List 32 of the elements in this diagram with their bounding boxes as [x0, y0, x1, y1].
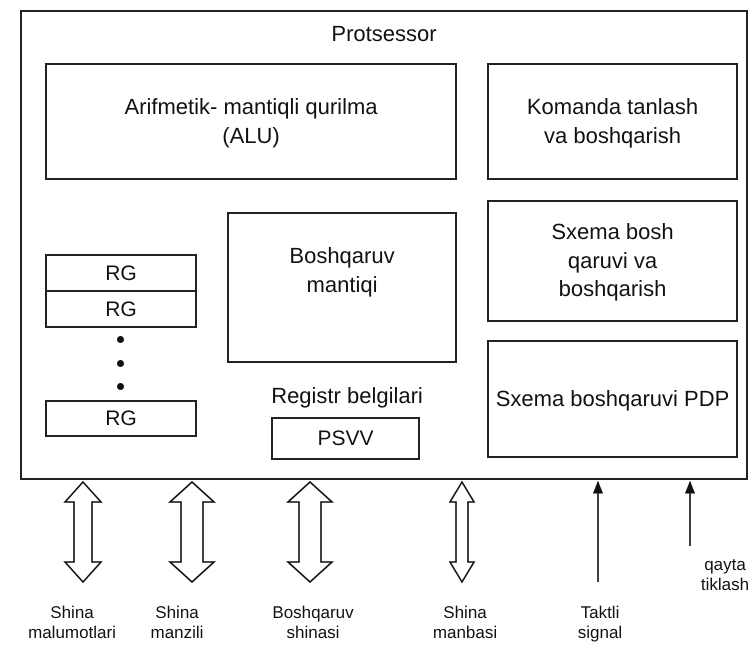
block-box	[45, 400, 197, 437]
block-box	[487, 200, 738, 322]
block-text: Sxema bosh qaruvi va boshqarish	[550, 218, 675, 304]
signal-arrow	[684, 480, 696, 546]
bus-arrow	[448, 480, 476, 584]
bus-arrow	[63, 480, 103, 584]
box-heading: Protsessor	[330, 20, 438, 48]
block-text: Boshqaruv shinasi	[271, 602, 355, 644]
bus-arrow	[168, 480, 216, 584]
block-text: Shina manzili	[150, 602, 204, 644]
block-text: Sxema boshqaruvi PDP	[494, 384, 730, 413]
block-text: Shina manbasi	[432, 602, 498, 644]
block-box	[45, 290, 197, 328]
block-box	[487, 63, 738, 180]
block-text: Taktli signal	[576, 602, 624, 644]
block-text: RG	[104, 262, 138, 284]
block-text: Komanda tanlash va boshqarish	[526, 92, 700, 150]
block-text: Shina malumotlari	[27, 602, 117, 644]
block-text: RG	[104, 298, 138, 320]
block-text: PSVV	[316, 428, 375, 449]
block-text: qayta tiklash	[700, 554, 750, 596]
block-text: RG	[104, 408, 138, 429]
block-caption: Registr belgilari	[270, 382, 424, 410]
block-text: Boshqaruv mantiqi	[288, 242, 396, 299]
block-box	[227, 212, 457, 363]
block-text: Arifmetik- mantiqli qurilma (ALU)	[123, 92, 379, 150]
block-box	[45, 63, 457, 180]
signal-arrow	[592, 480, 604, 582]
processor-box	[20, 10, 748, 480]
bus-arrow	[286, 480, 334, 584]
block-box	[487, 340, 738, 458]
block-box	[45, 254, 197, 292]
